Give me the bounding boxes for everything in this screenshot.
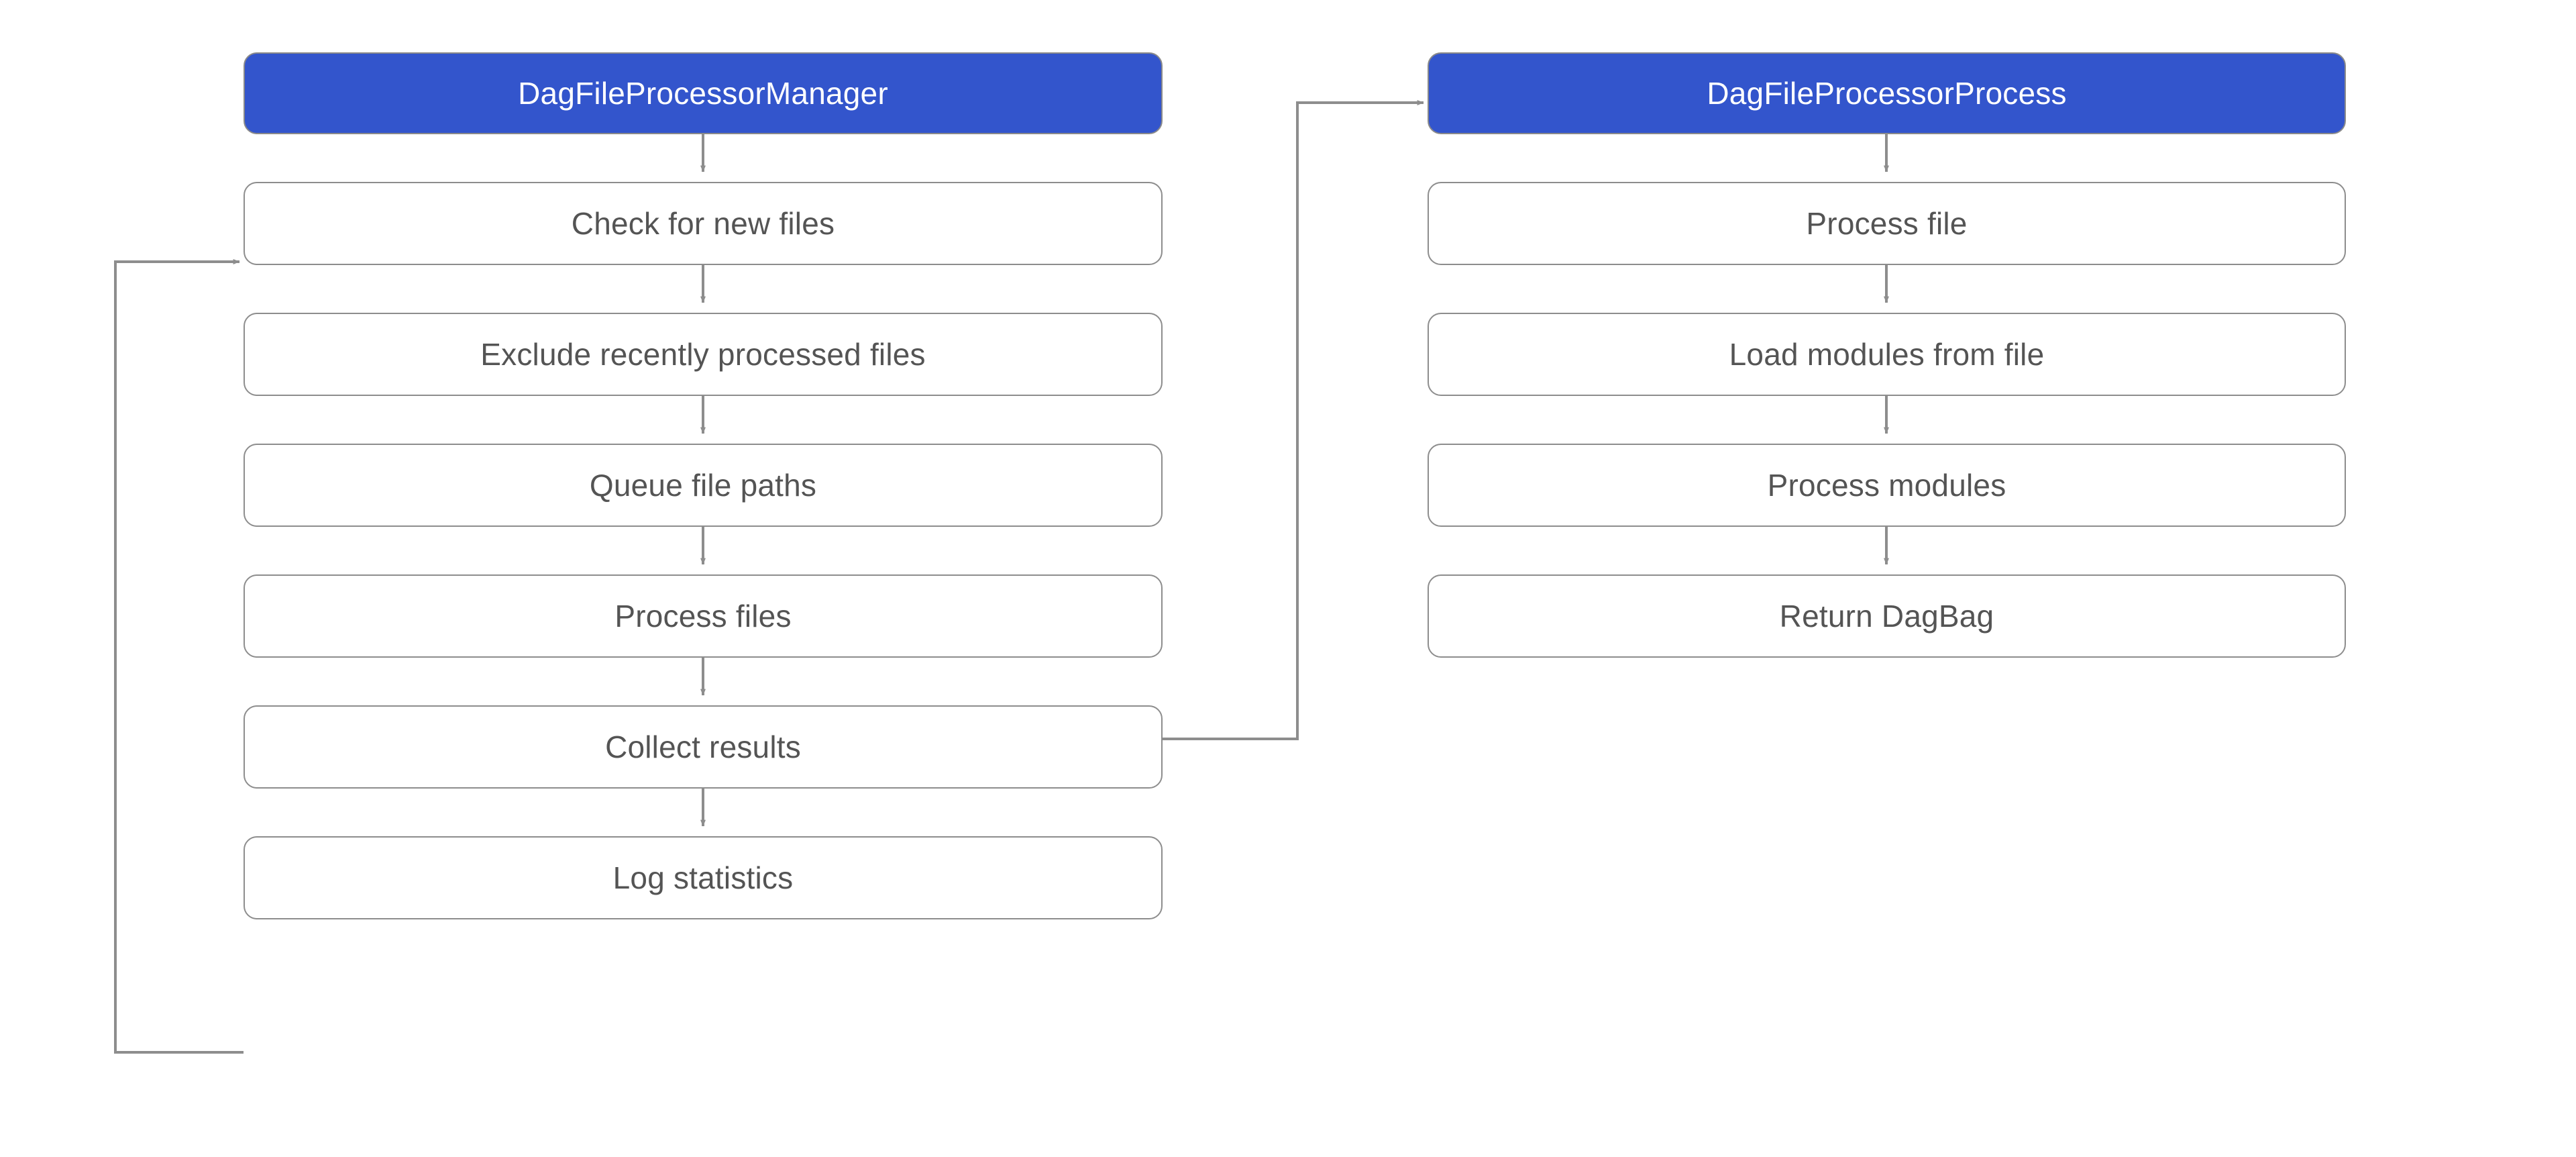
node-label: DagFileProcessorProcess <box>1707 75 2067 111</box>
node-label: Load modules from file <box>1729 336 2045 372</box>
node-label: Process modules <box>1767 467 2006 503</box>
node-process-file[interactable]: Process file <box>1428 182 2346 265</box>
node-check-for-new-files[interactable]: Check for new files <box>244 182 1163 265</box>
node-label: Check for new files <box>571 205 835 241</box>
node-label: Process files <box>614 598 792 634</box>
node-process-modules[interactable]: Process modules <box>1428 444 2346 527</box>
edge-log-to-check-loopback <box>114 259 244 1054</box>
node-label: Collect results <box>605 729 801 764</box>
node-label: Process file <box>1806 205 1968 241</box>
node-return-dagbag[interactable]: Return DagBag <box>1428 574 2346 658</box>
node-collect-results[interactable]: Collect results <box>244 705 1163 789</box>
node-dagfileprocessormanager[interactable]: DagFileProcessorManager <box>244 52 1163 134</box>
node-log-statistics[interactable]: Log statistics <box>244 836 1163 919</box>
node-exclude-recently-processed-files[interactable]: Exclude recently processed files <box>244 313 1163 396</box>
node-label: DagFileProcessorManager <box>518 75 888 111</box>
edge-processfiles-to-processorprocess <box>1163 100 1424 740</box>
node-label: Return DagBag <box>1779 598 1994 634</box>
node-dagfileprocessorprocess[interactable]: DagFileProcessorProcess <box>1428 52 2346 134</box>
node-queue-file-paths[interactable]: Queue file paths <box>244 444 1163 527</box>
node-load-modules-from-file[interactable]: Load modules from file <box>1428 313 2346 396</box>
node-label: Log statistics <box>612 860 794 895</box>
node-label: Exclude recently processed files <box>480 336 926 372</box>
node-process-files[interactable]: Process files <box>244 574 1163 658</box>
node-label: Queue file paths <box>589 467 817 503</box>
